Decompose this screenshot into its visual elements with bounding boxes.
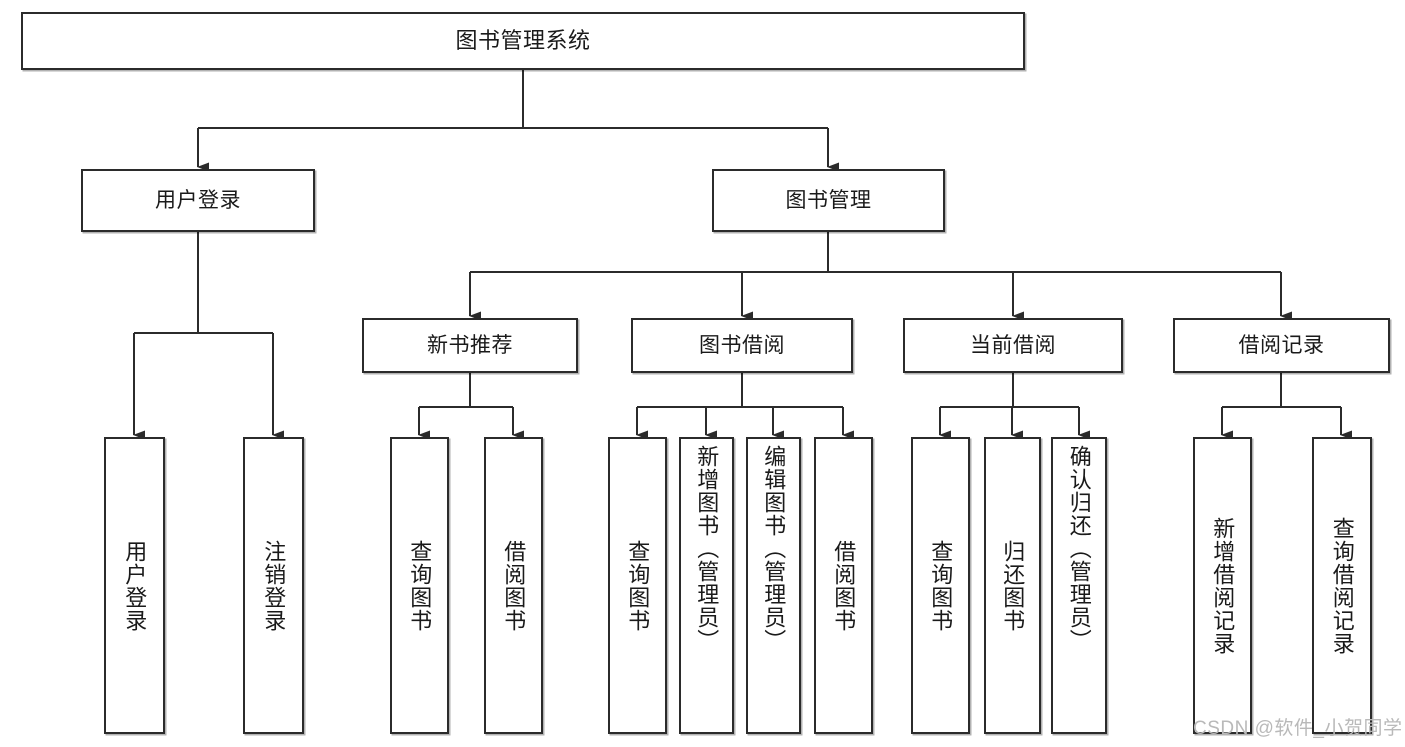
node-label: 当前借阅: [970, 333, 1056, 357]
node-leaf-borrow-book-1[interactable]: 借阅图书: [484, 437, 543, 734]
node-label: 新书推荐: [427, 333, 513, 357]
node-label: 查询借阅记录: [1329, 516, 1355, 655]
node-leaf-borrow-book-2[interactable]: 借阅图书: [814, 437, 873, 734]
node-n-book-manage[interactable]: 图书管理: [712, 169, 945, 232]
node-label: 新增借阅记录: [1210, 516, 1236, 655]
node-leaf-add-record[interactable]: 新增借阅记录: [1193, 437, 1252, 734]
node-leaf-confirm-return[interactable]: 确认归还（管理员）: [1051, 437, 1107, 734]
node-leaf-add-book[interactable]: 新增图书（管理员）: [679, 437, 734, 734]
node-label: 借阅图书: [831, 539, 857, 632]
node-label: 注销登录: [261, 539, 287, 632]
node-label: 借阅图书: [501, 539, 527, 632]
node-label: 借阅记录: [1238, 333, 1325, 357]
node-leaf-edit-book[interactable]: 编辑图书（管理员）: [746, 437, 801, 734]
node-leaf-logout[interactable]: 注销登录: [243, 437, 304, 734]
node-label: 查询图书: [625, 539, 651, 632]
node-leaf-user-login[interactable]: 用户登录: [104, 437, 165, 734]
node-label: 图书借阅: [699, 333, 785, 357]
node-label: 图书管理: [785, 188, 872, 212]
node-n-current-borrow[interactable]: 当前借阅: [903, 318, 1123, 373]
node-label: 用户登录: [155, 188, 241, 212]
node-leaf-query-book-1[interactable]: 查询图书: [390, 437, 449, 734]
node-label: 确认归还（管理员）: [1066, 445, 1092, 652]
node-root[interactable]: 图书管理系统: [21, 12, 1025, 70]
node-label: 查询图书: [928, 539, 954, 632]
node-n-new-book-rec[interactable]: 新书推荐: [362, 318, 578, 373]
node-label: 编辑图书（管理员）: [761, 445, 787, 652]
node-label: 用户登录: [122, 539, 148, 632]
node-leaf-return-book[interactable]: 归还图书: [984, 437, 1041, 734]
node-n-user-login[interactable]: 用户登录: [81, 169, 315, 232]
node-n-book-borrow[interactable]: 图书借阅: [631, 318, 853, 373]
node-label: 查询图书: [407, 539, 433, 632]
node-n-borrow-record[interactable]: 借阅记录: [1173, 318, 1390, 373]
connector-group: [132, 70, 1352, 440]
node-leaf-query-record[interactable]: 查询借阅记录: [1312, 437, 1372, 734]
node-leaf-query-book-2[interactable]: 查询图书: [608, 437, 667, 734]
node-label: 图书管理系统: [455, 28, 591, 53]
node-leaf-query-book-3[interactable]: 查询图书: [911, 437, 970, 734]
node-label: 归还图书: [1000, 539, 1026, 632]
node-label: 新增图书（管理员）: [694, 445, 720, 652]
